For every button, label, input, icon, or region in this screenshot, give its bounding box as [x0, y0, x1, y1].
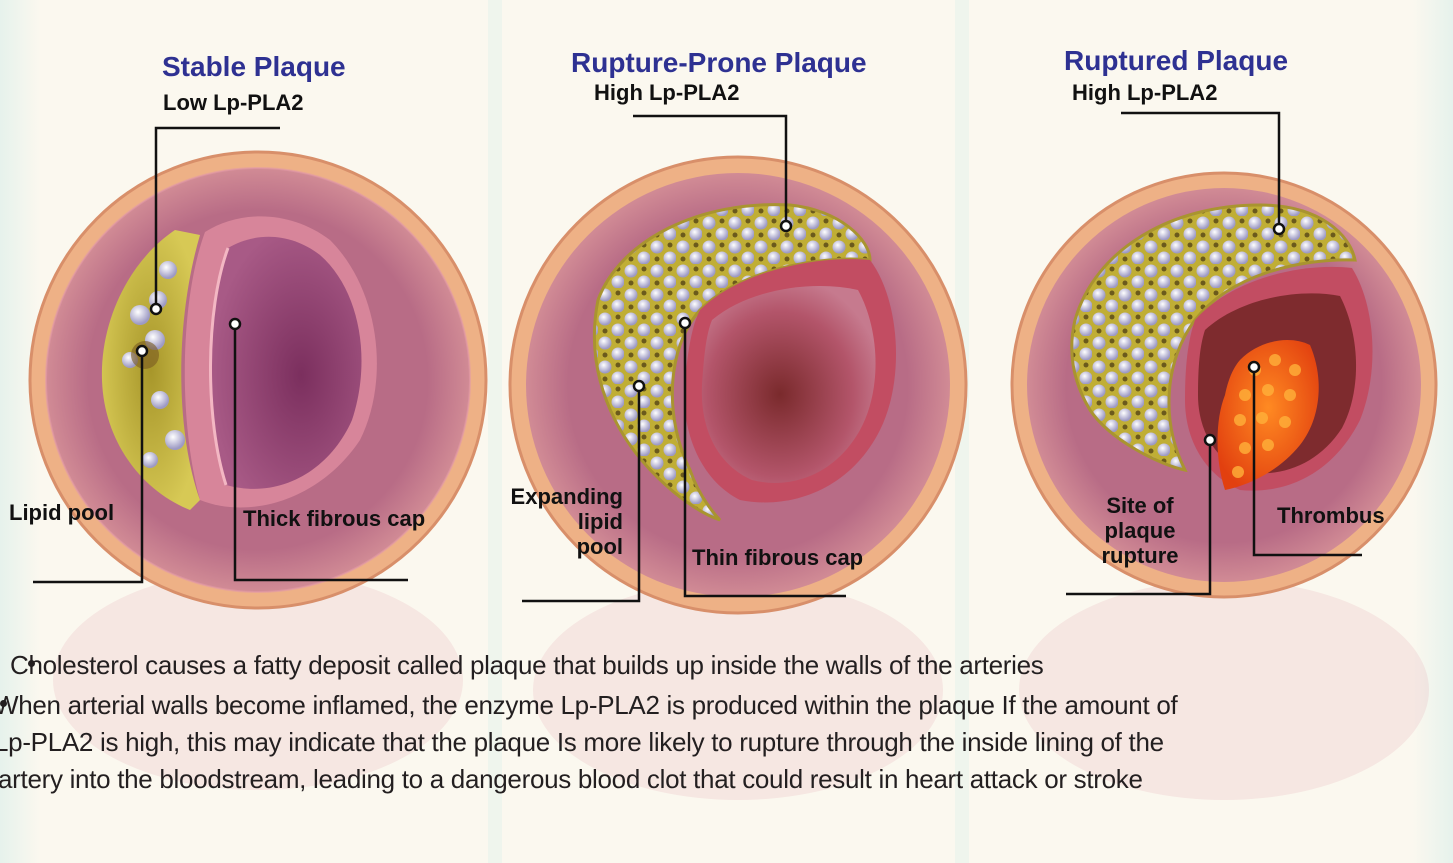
stable-plaque-artery [30, 152, 486, 608]
lp-pla2-label-stable: Low Lp-PLA2 [163, 90, 304, 115]
lipid-pool-label: Lipid pool [9, 500, 114, 525]
thrombus-label: Thrombus [1277, 503, 1385, 528]
panel-title-ruptured: Ruptured Plaque [1064, 46, 1288, 76]
bullet-1 [28, 660, 35, 667]
site-of-plaque-rupture-label: Site of plaque rupture [1084, 493, 1196, 568]
description-line-3: Lp-PLA2 is high, this may indicate that … [0, 725, 1164, 759]
lp-pla2-label-rupture-prone: High Lp-PLA2 [594, 80, 739, 105]
thick-fibrous-cap-label: Thick fibrous cap [243, 506, 425, 531]
thin-fibrous-cap-label: Thin fibrous cap [692, 545, 863, 570]
lp-pla2-label-ruptured: High Lp-PLA2 [1072, 80, 1217, 105]
panel-title-stable: Stable Plaque [162, 52, 346, 82]
bullet-2 [0, 700, 7, 707]
expanding-lipid-pool-label: Expanding lipid pool [470, 484, 623, 559]
ruptured-plaque-artery [1012, 173, 1436, 597]
panel-title-rupture-prone: Rupture-Prone Plaque [571, 48, 867, 78]
description-line-1: Cholesterol causes a fatty deposit calle… [10, 648, 1044, 682]
description-line-4: artery into the bloodstream, leading to … [0, 762, 1143, 796]
description-line-2: When arterial walls become inflamed, the… [0, 688, 1177, 722]
